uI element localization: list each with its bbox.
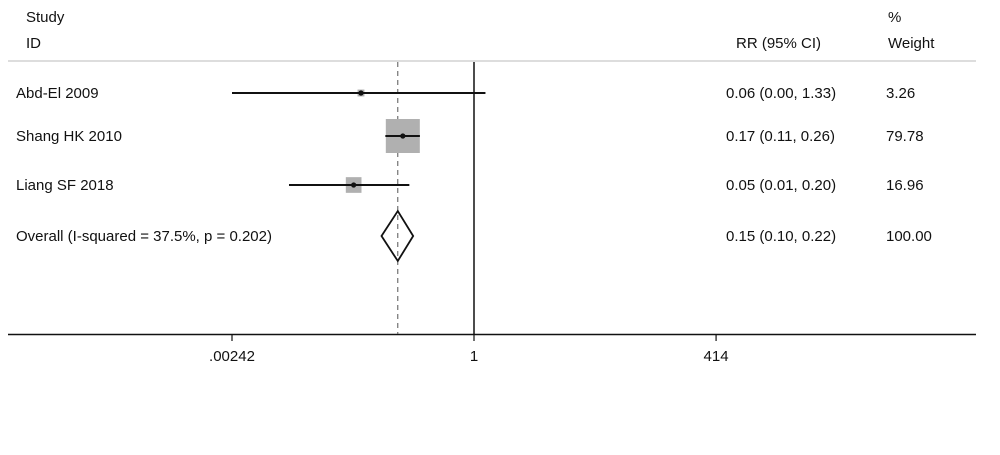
- study-row: Abd-El 2009 0.06 (0.00, 1.33) 3.26: [16, 85, 915, 102]
- point-estimate: [358, 90, 364, 96]
- header-weight-percent: %: [888, 9, 901, 26]
- study-ci: 0.17 (0.11, 0.26): [726, 128, 835, 145]
- overall-diamond: [380, 209, 415, 263]
- point-estimate: [400, 133, 406, 139]
- overall-ci: 0.15 (0.10, 0.22): [726, 228, 836, 245]
- header-effect: RR (95% CI): [736, 35, 821, 52]
- overall-label: Overall (I-squared = 37.5%, p = 0.202): [16, 228, 272, 245]
- study-ci: 0.05 (0.01, 0.20): [726, 177, 836, 194]
- study-name: Abd-El 2009: [16, 85, 99, 102]
- study-weight: 3.26: [886, 85, 915, 102]
- study-name: Liang SF 2018: [16, 177, 114, 194]
- study-row: Liang SF 2018 0.05 (0.01, 0.20) 16.96: [16, 177, 924, 194]
- point-estimate: [351, 182, 357, 188]
- header-id: ID: [26, 35, 41, 52]
- study-weight: 79.78: [886, 128, 924, 145]
- x-tick-label: 414: [704, 348, 729, 365]
- x-tick-label: .00242: [209, 348, 255, 365]
- study-ci: 0.06 (0.00, 1.33): [726, 85, 836, 102]
- study-row: Shang HK 2010 0.17 (0.11, 0.26) 79.78: [16, 119, 924, 153]
- x-tick-label: 1: [470, 348, 478, 365]
- overall-row: Overall (I-squared = 37.5%, p = 0.202) 0.…: [16, 209, 932, 263]
- study-weight: 16.96: [886, 177, 924, 194]
- overall-weight: 100.00: [886, 228, 932, 245]
- header-weight: Weight: [888, 35, 935, 52]
- header-study: Study: [26, 9, 65, 26]
- study-name: Shang HK 2010: [16, 128, 122, 145]
